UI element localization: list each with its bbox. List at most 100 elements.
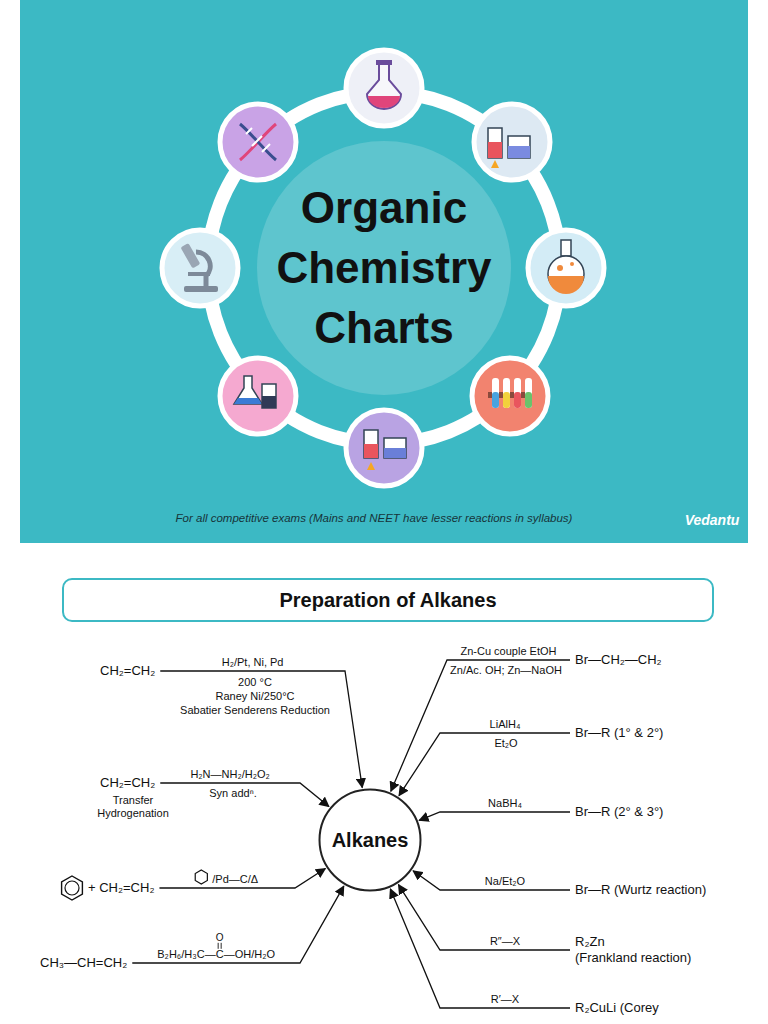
reaction-arrow bbox=[398, 885, 570, 950]
reactant: R₂CuLi (Corey bbox=[575, 1000, 659, 1016]
node-text: R₂Zn bbox=[575, 934, 691, 950]
banner bbox=[20, 0, 748, 543]
node-text: Br—R (2° & 3°) bbox=[575, 804, 663, 820]
node-text: (Frankland reaction) bbox=[575, 950, 691, 966]
reagent-label: Zn-Cu couple EtOH bbox=[461, 645, 557, 658]
reaction-arrow bbox=[419, 812, 570, 820]
burner-icon bbox=[488, 142, 502, 158]
heading-box: Preparation of Alkanes bbox=[62, 578, 714, 622]
node-text: + CH₂=CH₂ bbox=[88, 880, 154, 896]
flask-icon bbox=[367, 60, 401, 109]
node-text: Br—R (Wurtz reaction) bbox=[575, 882, 706, 898]
reagent-label: B₂H₆/H₃C—C—OH/H₂O bbox=[157, 948, 275, 961]
reactant: Br—R (Wurtz reaction) bbox=[575, 882, 706, 898]
microscope-icon bbox=[181, 243, 201, 268]
circle-outline bbox=[257, 141, 511, 395]
test-tubes-icon bbox=[488, 378, 532, 408]
flasks-icon bbox=[262, 396, 276, 408]
icon-discs bbox=[220, 104, 296, 180]
condition-label: Transfer Hydrogenation bbox=[87, 794, 179, 820]
flask-icon bbox=[367, 64, 401, 109]
reactant: CH₃—CH=CH₂ bbox=[40, 955, 127, 971]
burner-icon bbox=[488, 128, 530, 168]
microscope-icon bbox=[188, 272, 210, 276]
condition-label: Syn addⁿ. bbox=[209, 787, 256, 800]
round-flask-icon bbox=[548, 240, 584, 294]
flasks-icon bbox=[234, 398, 262, 404]
burner-icon bbox=[491, 160, 499, 168]
reaction-arrow bbox=[413, 871, 570, 890]
dna-icon bbox=[240, 124, 276, 160]
icon-discs bbox=[472, 358, 548, 434]
node-text: Organic Chemistry Charts bbox=[266, 178, 502, 357]
test-tubes-icon bbox=[492, 392, 499, 408]
round-flask-icon bbox=[557, 265, 563, 271]
reagent-label: R″—X bbox=[490, 935, 520, 948]
node-text: CH₂=CH₂ bbox=[100, 775, 155, 791]
reactant: Br—R (2° & 3°) bbox=[575, 804, 663, 820]
ring bbox=[208, 92, 560, 444]
round-flask-icon bbox=[548, 276, 584, 294]
round-flask-icon bbox=[561, 240, 571, 256]
flask-icon bbox=[376, 60, 392, 65]
title-circle: Organic Chemistry Charts bbox=[257, 141, 511, 395]
dna-icon bbox=[246, 128, 270, 152]
test-tubes-icon bbox=[503, 378, 510, 408]
caption: For all competitive exams (Mains and NEE… bbox=[176, 512, 573, 526]
reaction-arrow bbox=[390, 889, 570, 1008]
node-text: Br—CH₂—CH₂ bbox=[575, 652, 662, 668]
test-tubes-icon bbox=[525, 392, 532, 408]
benzene-ring bbox=[65, 881, 79, 895]
microscope-icon bbox=[181, 243, 218, 292]
flasks-icon bbox=[234, 376, 276, 408]
condition-label: O bbox=[216, 932, 224, 944]
beaker-burner-icon bbox=[384, 438, 406, 458]
beaker-burner-icon bbox=[364, 430, 378, 458]
microscope-icon bbox=[196, 252, 210, 286]
condition-label: Zn/Ac. OH; Zn—NaOH bbox=[450, 664, 562, 677]
reagent-label: H₂/Pt, Ni, Pd bbox=[222, 656, 284, 669]
reagent-label: /Pd—C/Δ bbox=[212, 873, 258, 886]
icon-discs bbox=[346, 50, 422, 126]
icon-discs bbox=[474, 104, 550, 180]
icon-discs bbox=[162, 230, 238, 306]
reaction-arrow bbox=[391, 660, 570, 791]
icon-discs bbox=[220, 358, 296, 434]
icon-discs bbox=[528, 230, 604, 306]
reaction-arrow bbox=[160, 671, 362, 788]
microscope-icon bbox=[184, 286, 218, 292]
reaction-arrow bbox=[160, 783, 329, 807]
flasks-icon bbox=[234, 376, 262, 404]
beaker-burner-icon bbox=[384, 448, 406, 458]
reagent-label: Na/Et₂O bbox=[485, 875, 525, 888]
beaker-burner-icon bbox=[367, 462, 375, 470]
product-circle: Alkanes bbox=[318, 788, 422, 892]
watermark: Vedantu bbox=[685, 512, 740, 529]
beaker-burner-icon bbox=[364, 444, 378, 458]
reagent-label: NaBH₄ bbox=[488, 797, 522, 810]
node-text: Alkanes bbox=[332, 829, 409, 852]
reaction-arrow bbox=[132, 886, 344, 963]
reactant: R₂Zn(Frankland reaction) bbox=[575, 934, 691, 967]
condition-label: Sabatier Senderens Reduction bbox=[180, 704, 330, 717]
reactant: CH₂=CH₂ bbox=[100, 775, 155, 791]
reactant: + CH₂=CH₂ bbox=[88, 880, 154, 896]
reagent-label: H₂N—NH₂/H₂O₂ bbox=[190, 768, 269, 781]
test-tubes-icon bbox=[503, 392, 510, 408]
test-tubes-icon bbox=[525, 378, 532, 408]
burner-icon bbox=[488, 128, 502, 158]
burner-icon bbox=[508, 146, 530, 158]
test-tubes-icon bbox=[514, 378, 521, 408]
icon-discs bbox=[162, 50, 604, 486]
dna-icon bbox=[240, 124, 276, 160]
reaction-arrow bbox=[159, 869, 325, 888]
reagent-label: LiAlH₄ bbox=[490, 718, 521, 731]
condition-label: Et₂O bbox=[494, 737, 517, 750]
node-text: Br—R (1° & 2°) bbox=[575, 725, 663, 741]
flasks-icon bbox=[262, 384, 276, 408]
node-text: CH₃—CH=CH₂ bbox=[40, 955, 127, 971]
node-text: CH₂=CH₂ bbox=[100, 663, 155, 679]
cyclohexane-ring bbox=[195, 870, 207, 884]
reagent-label: R′—X bbox=[491, 993, 519, 1006]
